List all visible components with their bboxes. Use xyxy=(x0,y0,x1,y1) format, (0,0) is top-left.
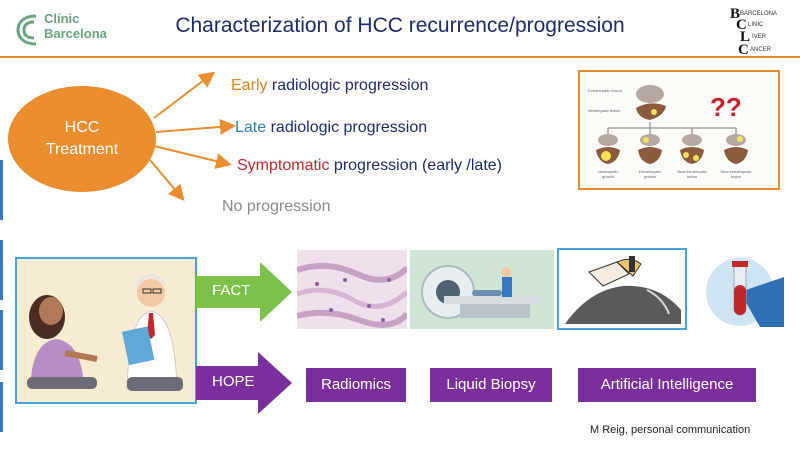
arrow-late xyxy=(155,118,236,135)
clinic-logo-line2: Barcelona xyxy=(44,26,107,41)
clinic-logo xyxy=(16,8,166,52)
top-liver-shape xyxy=(636,103,666,120)
slide-title: Characterization of HCC recurrence/progr… xyxy=(175,14,625,37)
header-divider xyxy=(0,56,800,58)
outcome-late-rest: radiologic progression xyxy=(266,119,428,136)
hope-arrow xyxy=(196,352,292,414)
bclc-logo-icon: B C L C xyxy=(730,6,750,58)
svg-text:B: B xyxy=(730,6,740,22)
edge-bar xyxy=(0,382,3,432)
clinic-logo-icon xyxy=(16,14,37,46)
arrow-symptomatic xyxy=(153,145,232,169)
outcome-none: No progression xyxy=(222,198,331,215)
liver-diagram-graphic xyxy=(596,85,748,164)
svg-text:C: C xyxy=(738,42,749,56)
outcome-symptomatic-rest: progression (early /late) xyxy=(329,157,502,174)
svg-text:C: C xyxy=(736,17,747,33)
consultation-graphic xyxy=(17,259,195,402)
mri-graphic xyxy=(410,250,554,329)
liver-top-label-2: Intrahepatic lesion xyxy=(588,108,621,113)
doctor-chair xyxy=(127,377,183,391)
outcome-symptomatic-keyword: Symptomatic xyxy=(237,157,330,174)
treatment-line1: HCC xyxy=(64,119,100,136)
liver-bottom-label-4: New extrahepatic lesion xyxy=(720,169,752,179)
bclc-word-3: IVER xyxy=(752,34,767,40)
outcome-early-keyword: Early xyxy=(231,77,268,94)
liver-outcome-1 xyxy=(596,134,620,164)
arrow-early xyxy=(153,71,216,119)
ultrasound-image xyxy=(557,248,687,330)
liver-outcome-4 xyxy=(724,134,748,164)
liver-top-label-1: Extrahepatic lesion xyxy=(588,88,622,93)
outcome-late-keyword: Late xyxy=(235,119,267,136)
patient-arm xyxy=(64,350,98,362)
patient-face xyxy=(39,297,63,325)
fact-arrow xyxy=(196,262,292,322)
fact-label: FACT xyxy=(212,282,251,299)
liver-outcome-2 xyxy=(638,134,662,164)
clinic-logo-line1: Clínic xyxy=(44,11,80,26)
outcome-early-rest: radiologic progression xyxy=(267,77,429,94)
clinic-logo-text: Clínic Barcelona xyxy=(44,11,107,41)
top-liver-lesion xyxy=(651,109,657,115)
question-marks: ?? xyxy=(710,92,742,122)
liver-bottom-label-2: Extrahepatic growth xyxy=(638,169,662,179)
bclc-word-2: LINIC xyxy=(748,22,764,28)
hope-label: HOPE xyxy=(212,373,255,390)
doctor-clipboard xyxy=(121,326,155,366)
liver-outcome-3 xyxy=(680,134,704,164)
doctor-glasses-left xyxy=(142,288,152,294)
bclc-word-4: ANCER xyxy=(750,47,772,53)
treatment-line2: Treatment xyxy=(45,141,119,158)
ultrasound-graphic xyxy=(559,250,685,328)
radiomics-box: Radiomics xyxy=(306,368,406,402)
outcome-early: Early radiologic progression xyxy=(231,77,428,95)
liver-bottom-label-3: New intrahepatic lesion xyxy=(677,169,707,179)
histology-graphic xyxy=(297,250,407,329)
doctor-hair xyxy=(137,274,165,287)
edge-bar xyxy=(0,160,3,220)
arrow-no-progression xyxy=(149,159,185,202)
liver-progression-diagram: Extrahepatic lesion Intrahepatic lesion … xyxy=(578,70,780,190)
histology-image xyxy=(297,250,407,329)
lung-shape xyxy=(636,85,664,103)
svg-text:L: L xyxy=(740,29,750,45)
hcc-treatment-ellipse: HCC Treatment xyxy=(8,86,156,192)
outcome-symptomatic: Symptomatic progression (early /late) xyxy=(237,157,502,175)
liver-bottom-label-1: Intrahepatic growth xyxy=(597,169,619,179)
outcome-late: Late radiologic progression xyxy=(235,119,427,137)
doctor-patient-illustration xyxy=(15,257,197,404)
patient-body xyxy=(31,339,83,377)
mri-scanner-image xyxy=(410,250,554,329)
edge-bar xyxy=(0,240,3,300)
outcome-arrows xyxy=(149,71,236,202)
test-tube-icon xyxy=(706,258,784,327)
edge-bar xyxy=(0,310,3,370)
liquid-biopsy-box: Liquid Biopsy xyxy=(430,368,552,402)
reference-note: M Reig, personal communication xyxy=(590,424,751,436)
doctor-tie xyxy=(147,313,155,339)
patient-chair xyxy=(27,377,97,389)
bclc-logo: B C L C BARCELONA LINIC IVER ANCER xyxy=(726,4,788,58)
bclc-word-1: BARCELONA xyxy=(740,11,778,17)
doctor-glasses-right xyxy=(152,288,162,294)
artificial-intelligence-box: Artificial Intelligence xyxy=(578,368,756,402)
